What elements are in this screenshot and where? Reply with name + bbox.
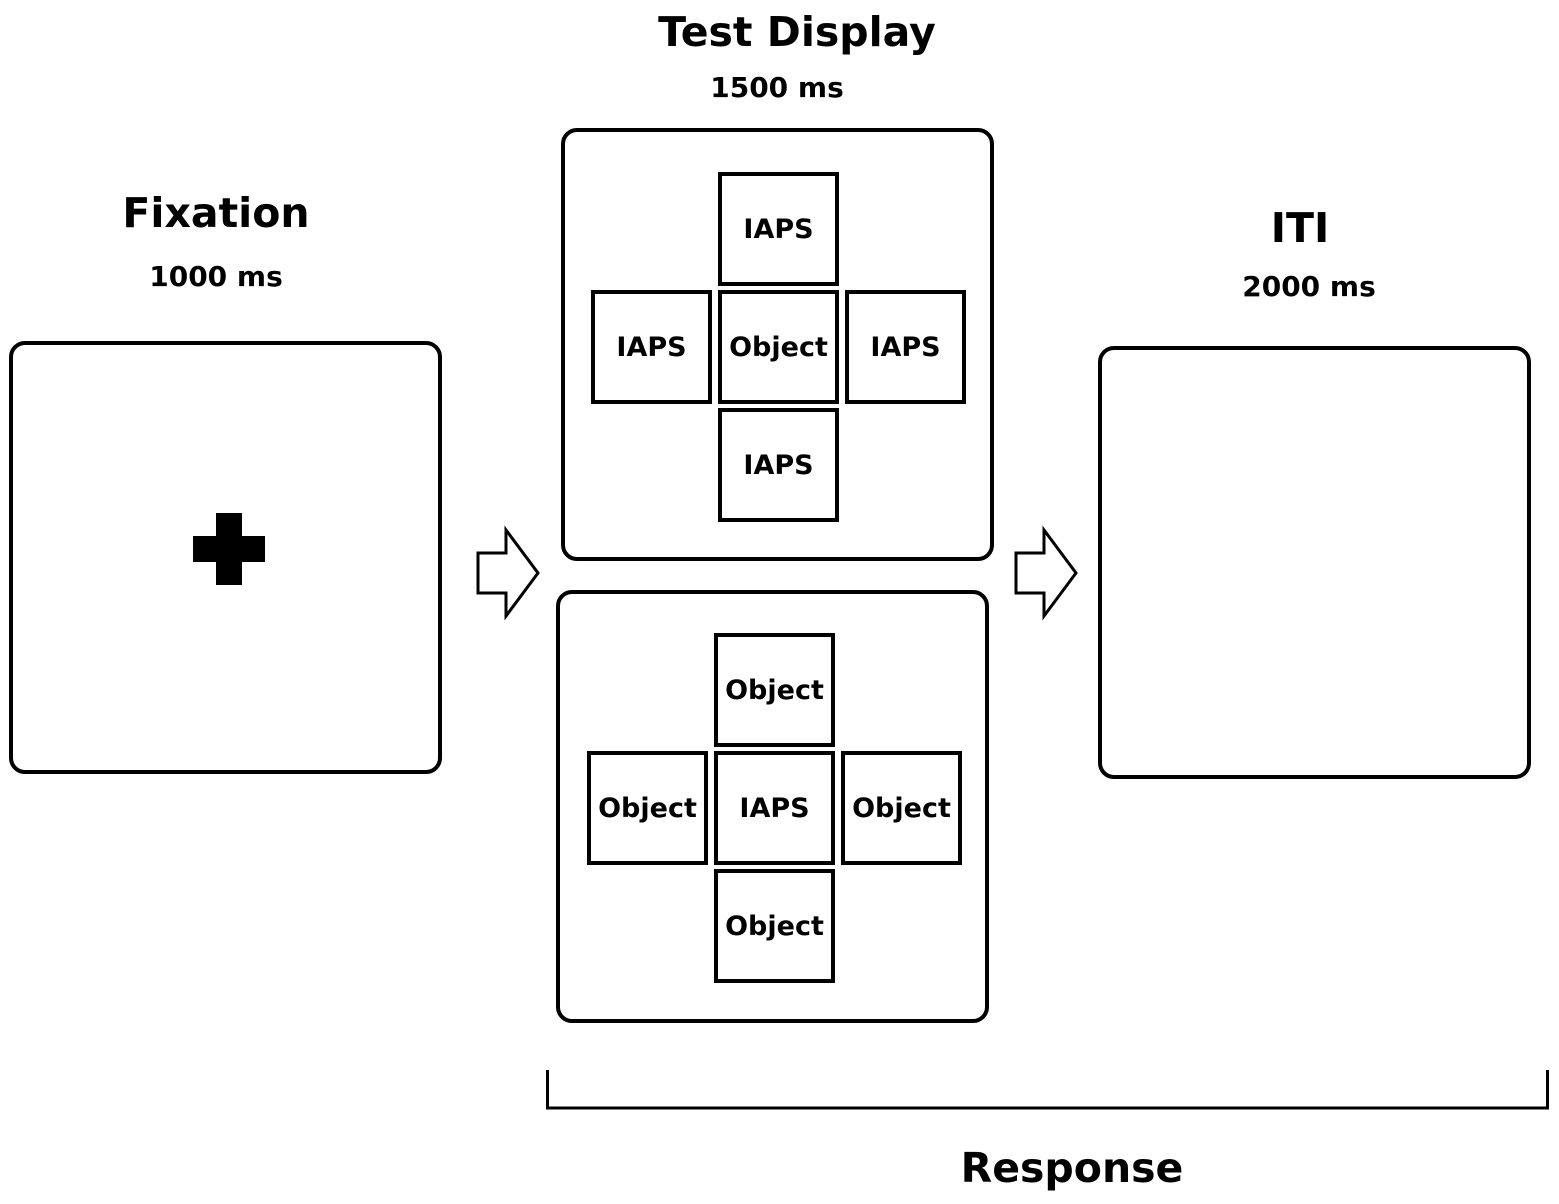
fixation-title: Fixation bbox=[122, 189, 310, 237]
response-label: Response bbox=[960, 1144, 1184, 1192]
display-a-top-cell: IAPS bbox=[718, 172, 839, 286]
response-bracket bbox=[546, 1070, 1549, 1110]
test-display-b-panel: Object Object IAPS Object Object bbox=[556, 590, 989, 1023]
display-a-bottom-cell: IAPS bbox=[718, 408, 839, 522]
display-b-center-cell: IAPS bbox=[714, 751, 835, 865]
display-a-center-cell: Object bbox=[718, 290, 839, 404]
right-arrow-icon bbox=[1014, 525, 1078, 621]
right-arrow-icon bbox=[476, 525, 540, 621]
iti-panel bbox=[1098, 346, 1531, 779]
display-b-top-cell: Object bbox=[714, 633, 835, 747]
fixation-duration: 1000 ms bbox=[149, 260, 283, 293]
display-b-left-cell: Object bbox=[587, 751, 708, 865]
display-a-left-cell: IAPS bbox=[591, 290, 712, 404]
iti-title: ITI bbox=[1270, 204, 1330, 252]
display-a-right-cell: IAPS bbox=[845, 290, 966, 404]
test-display-a-panel: IAPS IAPS Object IAPS IAPS bbox=[561, 128, 994, 561]
display-b-bottom-cell: Object bbox=[714, 869, 835, 983]
display-b-right-cell: Object bbox=[841, 751, 962, 865]
iti-duration: 2000 ms bbox=[1242, 270, 1376, 303]
fixation-panel bbox=[9, 341, 442, 774]
test-display-title: Test Display bbox=[658, 8, 936, 56]
test-display-duration: 1500 ms bbox=[710, 71, 844, 104]
fixation-cross-icon bbox=[193, 513, 265, 585]
